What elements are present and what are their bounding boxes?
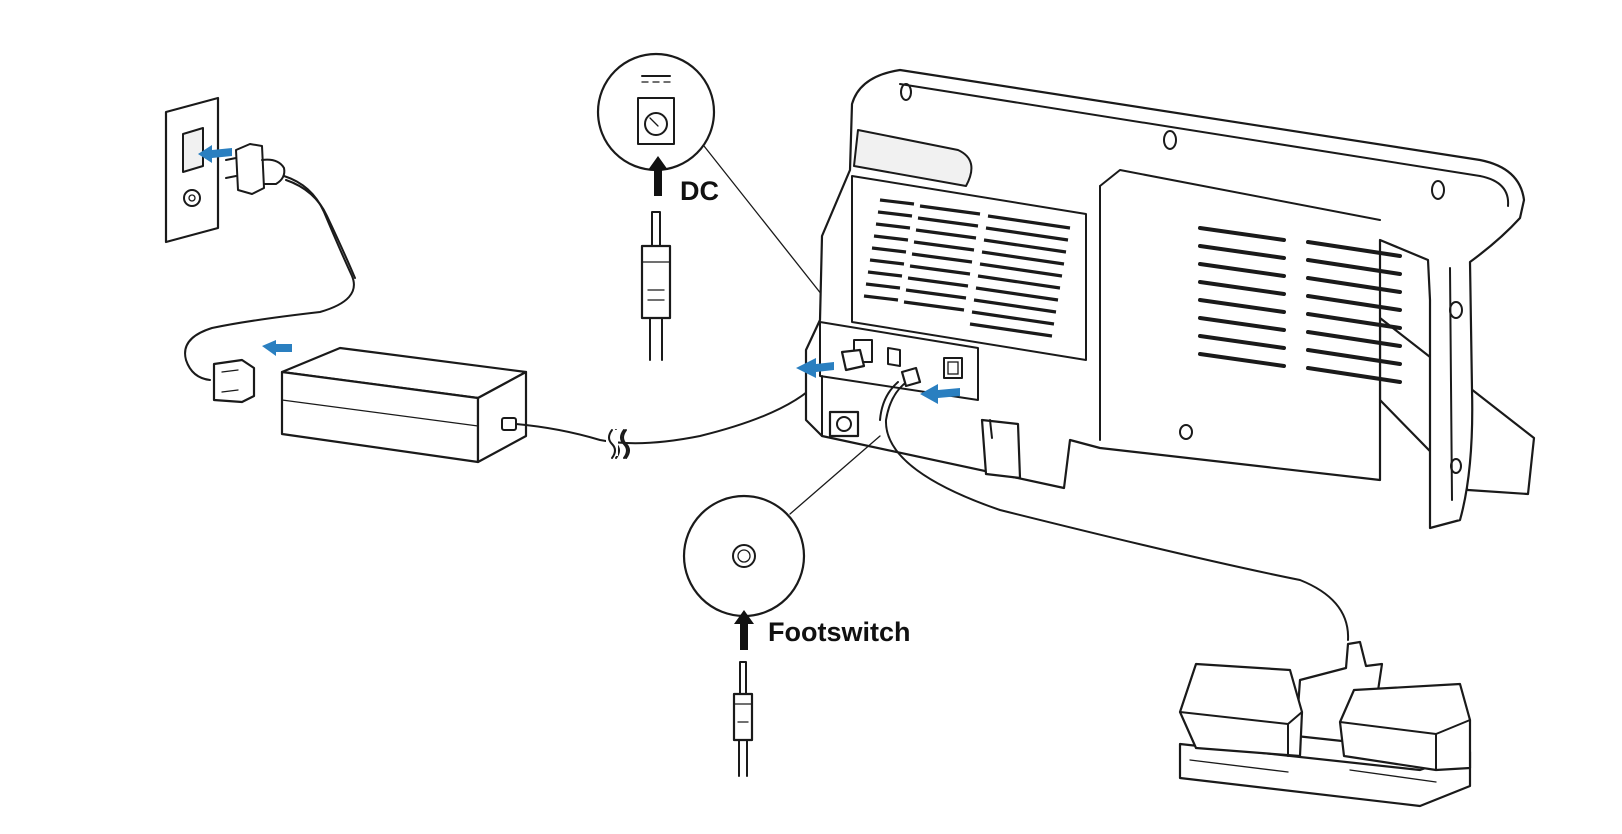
insert-arrow-iec: [262, 340, 292, 356]
dc-label: DC: [680, 176, 719, 206]
footswitch-leader-line: [789, 435, 881, 515]
footswitch-label: Footswitch: [768, 617, 911, 647]
wall-outlet-icon: [164, 96, 220, 244]
dc-callout: [596, 52, 865, 349]
footswitch-plug-icon: [732, 661, 754, 777]
dc-plug-icon: [640, 211, 672, 361]
insert-arrow-dc: [796, 358, 834, 378]
iec-connector-icon: [212, 358, 256, 404]
wall-plug-icon: [225, 143, 286, 195]
rear-grille: [863, 198, 1071, 338]
device-rear-view: [804, 68, 1536, 530]
insert-arrow-plug: [198, 145, 232, 163]
footswitch-cable: [884, 383, 1350, 641]
dc-cable: [515, 359, 849, 445]
dc-up-arrow: [648, 156, 668, 196]
side-vents: [1198, 226, 1402, 384]
footswitch-callout: [682, 435, 881, 618]
power-adapter-icon: [280, 346, 528, 464]
insert-arrow-footswitch: [920, 384, 960, 404]
foot-pedal-icon: [1178, 640, 1472, 808]
footswitch-up-arrow: [734, 610, 754, 650]
